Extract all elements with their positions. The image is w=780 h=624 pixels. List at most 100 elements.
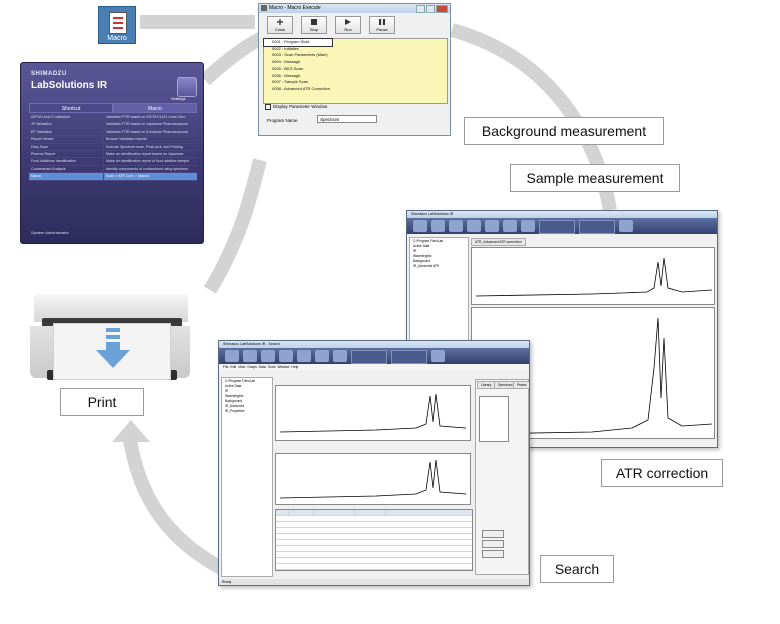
toolbar-dropdown[interactable]: [539, 220, 575, 234]
toolbar-icon[interactable]: [315, 350, 329, 362]
toolbar-icon[interactable]: [297, 350, 311, 362]
label-search: Search: [540, 555, 614, 583]
library-button[interactable]: [482, 530, 504, 538]
macro-execute-window: Macro - Macro Execute Close Stop Run Pau…: [258, 3, 451, 136]
list-item[interactable]: 0005 : BKG Scan: [272, 65, 303, 71]
app-icon: [261, 5, 267, 11]
table-row[interactable]: [276, 516, 472, 522]
toolbar-icon[interactable]: [261, 350, 275, 362]
toolbar-icon[interactable]: [503, 220, 517, 232]
toolbar-icon[interactable]: [521, 220, 535, 232]
printer-top: [34, 294, 188, 322]
stop-button[interactable]: Stop: [301, 16, 327, 34]
program-name-select[interactable]: Spectrum: [317, 115, 377, 123]
tab-peaks[interactable]: Peaks: [513, 381, 529, 389]
library-list[interactable]: [479, 396, 509, 442]
current-user: System Administrator: [31, 230, 69, 235]
table-row[interactable]: [276, 522, 472, 528]
atr-window-title: Shimadzu LabSolutions IR: [407, 211, 717, 218]
search-ribbon-toolbar: [219, 348, 529, 364]
table-row[interactable]: [276, 552, 472, 558]
list-item[interactable]: 0008 : Advanced ATR Correction: [272, 85, 330, 91]
list-item[interactable]: 0006 : Message: [272, 72, 301, 78]
macro-window-title: Macro - Macro Execute: [269, 5, 321, 11]
menu-edit[interactable]: Edit: [230, 365, 237, 369]
search-window: Shimadzu LabSolutions IR - Search File E…: [218, 340, 530, 586]
window-controls: [416, 5, 448, 13]
toolbar-dropdown[interactable]: [351, 350, 387, 364]
run-button[interactable]: Run: [335, 16, 361, 34]
label-print: Print: [60, 388, 144, 416]
toolbar-icon[interactable]: [431, 350, 445, 362]
table-row[interactable]: [276, 540, 472, 546]
menu-data[interactable]: Data: [258, 365, 266, 369]
tab-macro[interactable]: Macro: [113, 103, 197, 113]
toolbar-icon[interactable]: [485, 220, 499, 232]
tab-shortcut[interactable]: Shortcut: [29, 103, 113, 113]
display-parameter-checkbox[interactable]: Display Parameter Window: [265, 104, 327, 110]
search-data-tree: C:\Program Files\Lab Active Data IR Wave…: [221, 377, 273, 577]
table-row[interactable]: [276, 546, 472, 552]
menu-graph[interactable]: Graph: [247, 365, 257, 369]
toolbar-icon[interactable]: [225, 350, 239, 362]
list-item-current[interactable]: 0001 : Program Start: [263, 38, 333, 47]
menu-help[interactable]: Help: [291, 365, 299, 369]
macro-icon-label: Macro: [107, 35, 127, 42]
table-row[interactable]: [276, 558, 472, 564]
toolbar-icon[interactable]: [619, 220, 633, 232]
pause-button[interactable]: Pause: [369, 16, 395, 34]
toolbar-dropdown[interactable]: [579, 220, 615, 234]
spectrum-trace: [475, 257, 713, 297]
close-window-button[interactable]: [436, 5, 448, 13]
library-button[interactable]: [482, 550, 504, 558]
list-item[interactable]: 0004 : Message: [272, 59, 301, 65]
list-item[interactable]: 0007 : Sample Scan: [272, 79, 309, 85]
atr-spectrum-plot-top: [471, 247, 715, 305]
minimize-button[interactable]: [416, 5, 425, 13]
spectrum-trace: [279, 393, 467, 433]
table-row[interactable]: [276, 564, 472, 570]
labsolutions-launcher-window: SHIMADZU LabSolutions IR Settings Shortc…: [20, 62, 204, 244]
menu-file[interactable]: File: [223, 365, 229, 369]
menu-view[interactable]: View: [238, 365, 246, 369]
toolbar-icon[interactable]: [279, 350, 293, 362]
settings-gear-icon[interactable]: [177, 77, 197, 97]
table-row[interactable]: [276, 534, 472, 540]
macro-window-titlebar: Macro - Macro Execute: [259, 4, 450, 13]
atr-correction-window: Shimadzu LabSolutions IR C:\Program File…: [406, 210, 718, 448]
toolbar-icon[interactable]: [413, 220, 427, 232]
toolbar-icon[interactable]: [333, 350, 347, 362]
search-menubar: File Edit View Graph Data Tools Window H…: [219, 364, 529, 370]
list-item[interactable]: 0002 : Initialize: [272, 45, 299, 51]
search-status-bar: Ready: [219, 579, 529, 585]
program-name-label: Program Name: [267, 118, 298, 123]
toolbar-icon[interactable]: [467, 220, 481, 232]
toolbar-icon[interactable]: [449, 220, 463, 232]
menu-tools[interactable]: Tools: [267, 365, 276, 369]
spectrum-trace: [279, 459, 467, 499]
library-button[interactable]: [482, 540, 504, 548]
label-sample-measurement: Sample measurement: [510, 164, 680, 192]
close-button[interactable]: Close: [267, 16, 293, 34]
toolbar-icon[interactable]: [243, 350, 257, 362]
label-background-measurement: Background measurement: [464, 117, 664, 145]
tab-library[interactable]: Library: [477, 381, 496, 389]
maximize-button[interactable]: [426, 5, 435, 13]
toolbar-icon[interactable]: [431, 220, 445, 232]
list-item[interactable]: 0003 : Scan Parameters (Main): [272, 52, 328, 58]
atr-spectrum-tab[interactable]: ATR_Advanced ATR correction: [471, 238, 526, 246]
menu-window[interactable]: Window: [277, 365, 290, 369]
table-row[interactable]: [276, 528, 472, 534]
macro-shortcut-icon[interactable]: Macro: [98, 6, 136, 44]
toolbar-dropdown[interactable]: [391, 350, 427, 364]
print-down-arrow-icon: [96, 328, 130, 368]
